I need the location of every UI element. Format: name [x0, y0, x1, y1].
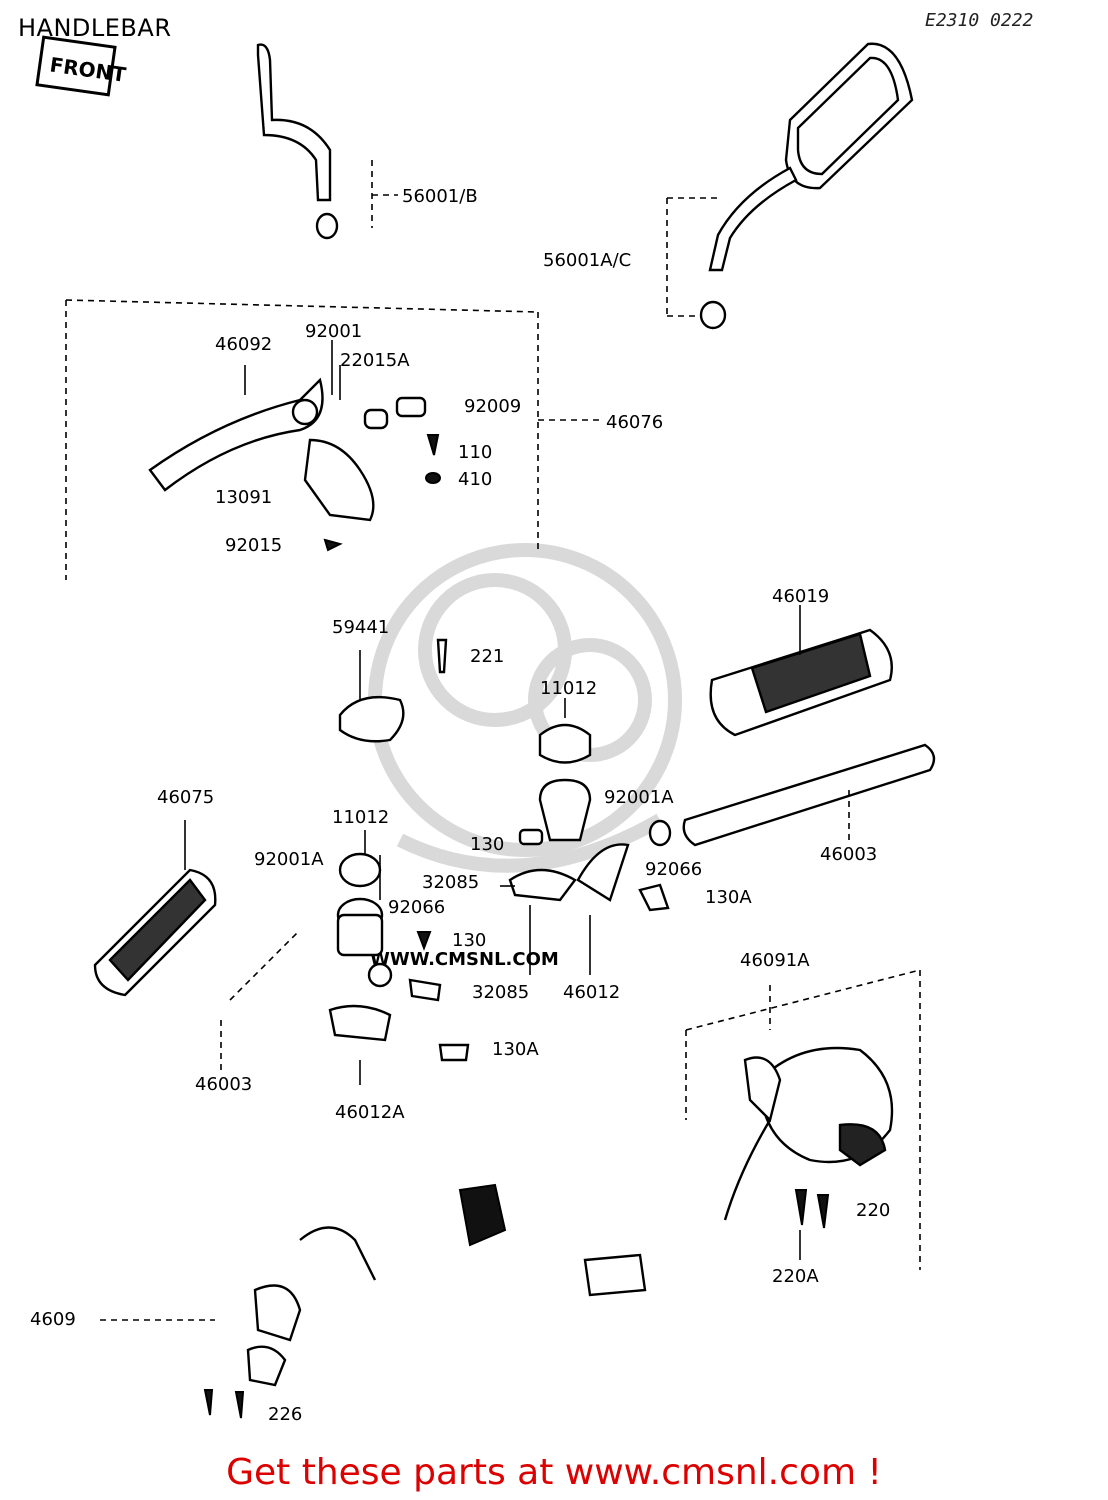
label-46075: 46075 [157, 787, 214, 808]
label-22015A: 22015A [340, 350, 410, 371]
label-11012-right: 11012 [540, 678, 597, 699]
parts-link-banner[interactable]: Get these parts at www.cmsnl.com ! [226, 1452, 882, 1493]
label-56001B: 56001/B [402, 186, 478, 207]
right-switch-housing [685, 969, 921, 1270]
label-92009: 92009 [464, 396, 521, 417]
left-switch-housing [100, 1183, 647, 1419]
left-handlebar-tube [220, 929, 301, 1070]
parts-diagram: WWW.CMSNL.COM FRONT 56001/B 56001A/C [30, 35, 936, 1425]
label-92066-left: 92066 [388, 897, 445, 918]
right-handlebar-tube [682, 743, 936, 847]
label-130A-lower: 130A [492, 1039, 539, 1060]
left-mirror [256, 43, 398, 240]
right-grip [709, 605, 893, 737]
label-110: 110 [458, 442, 492, 463]
front-marker: FRONT [35, 35, 128, 97]
lever-assembly-box [65, 299, 600, 580]
label-130-lower: 130 [452, 930, 486, 951]
label-46092: 46092 [215, 334, 272, 355]
label-410: 410 [458, 469, 492, 490]
watermark-text: WWW.CMSNL.COM [370, 949, 559, 970]
label-220: 220 [856, 1200, 890, 1221]
label-56001AC: 56001A/C [543, 250, 631, 271]
label-59441: 59441 [332, 617, 389, 638]
label-221: 221 [470, 646, 504, 667]
front-label: FRONT [48, 52, 127, 86]
label-92015: 92015 [225, 535, 282, 556]
label-46091A: 46091A [740, 950, 810, 971]
label-92001A-right: 92001A [604, 787, 674, 808]
label-4609x: 4609 [30, 1309, 76, 1330]
label-220A: 220A [772, 1266, 819, 1287]
label-46019: 46019 [772, 586, 829, 607]
label-226: 226 [268, 1404, 302, 1425]
label-130A-right: 130A [705, 887, 752, 908]
left-grip [93, 820, 217, 997]
label-13091: 13091 [215, 487, 272, 508]
label-32085-lower: 32085 [472, 982, 529, 1003]
label-11012-left: 11012 [332, 807, 389, 828]
label-46012: 46012 [563, 982, 620, 1003]
label-46076: 46076 [606, 412, 663, 433]
label-46003-right: 46003 [820, 844, 877, 865]
label-130-upper: 130 [470, 834, 504, 855]
label-92001A-left: 92001A [254, 849, 324, 870]
right-mirror [666, 42, 914, 330]
watermark-logo [368, 543, 682, 873]
center-clamp-parts [328, 638, 672, 1085]
label-32085-upper: 32085 [422, 872, 479, 893]
clutch-lever [148, 340, 441, 552]
label-46012A: 46012A [335, 1102, 405, 1123]
label-46003-left: 46003 [195, 1074, 252, 1095]
label-92001: 92001 [305, 321, 362, 342]
diagram-code: E2310 0222 [925, 10, 1034, 31]
label-92066-right: 92066 [645, 859, 702, 880]
